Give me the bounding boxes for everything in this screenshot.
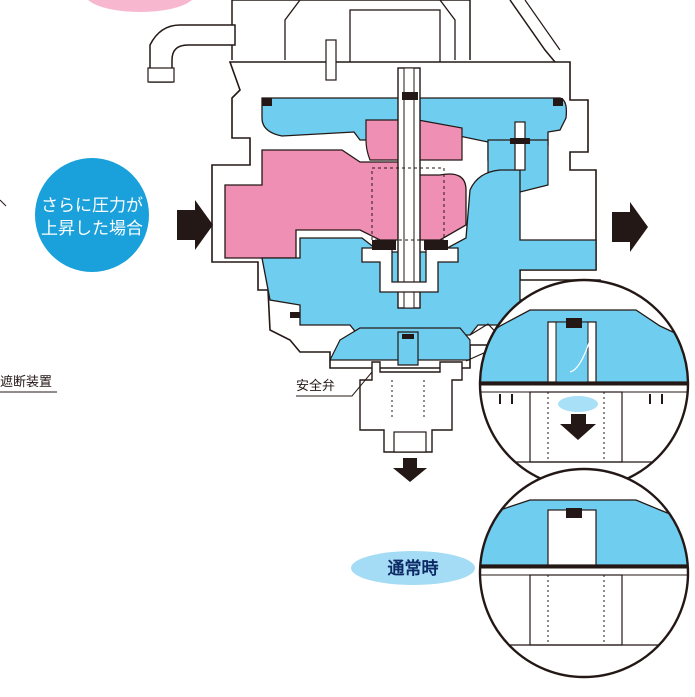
outlet-arrow: [612, 202, 648, 252]
zoom-detail-relief: [465, 278, 690, 490]
zoom-detail-normal: [478, 467, 690, 679]
inlet-arrow: [177, 200, 213, 250]
badge-line1: さらに圧力が: [41, 196, 143, 216]
relief-arrow: [393, 458, 427, 482]
top-pink-pill: [88, 0, 192, 12]
safety-valve-label: 安全弁: [296, 378, 335, 394]
left-leader-line: [0, 199, 7, 207]
normal-state-label: 通常時: [388, 558, 439, 579]
shutoff-device-label: 遮断装置: [0, 374, 52, 390]
pressure-rise-badge: [35, 158, 149, 272]
safety-valve-leader: [296, 371, 373, 397]
badge-line2: 上昇した場合: [41, 219, 143, 239]
normal-state-pill: [351, 551, 475, 585]
valve-body: [147, 0, 601, 453]
